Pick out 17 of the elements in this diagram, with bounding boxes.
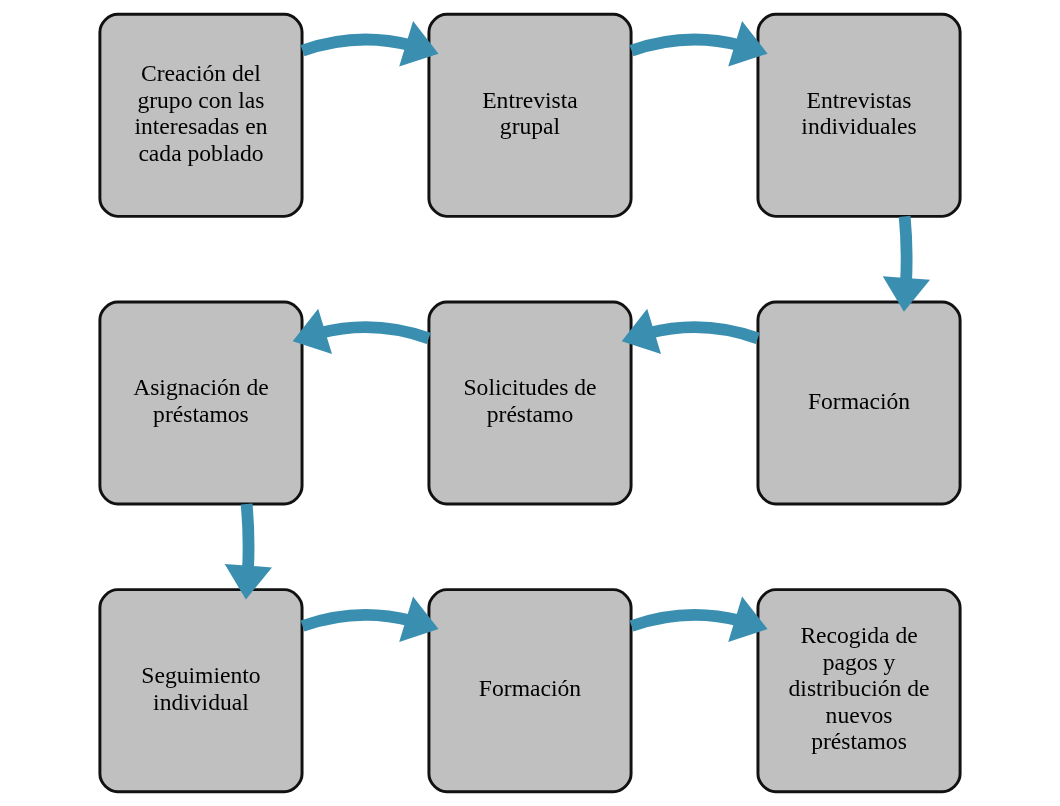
arrow	[621, 308, 760, 355]
arrow	[224, 503, 272, 600]
arrow	[629, 21, 768, 67]
arrow	[292, 308, 431, 355]
node-box: Creación del grupo con las interesadas en cada poblado	[98, 12, 304, 218]
node-box: Seguimiento individual	[98, 588, 304, 794]
node-box: Entrevistas individuales	[756, 12, 962, 218]
node-box: Solicitudes de préstamo	[427, 300, 633, 506]
node-box: Formación	[756, 300, 962, 506]
arrow	[300, 596, 439, 642]
node-box: Formación	[427, 588, 633, 794]
node-box: Asignación de préstamos	[98, 300, 304, 506]
node-box: Recogida de pagos y distribución de nuevos préstamos	[756, 588, 962, 794]
arrow	[300, 21, 439, 67]
arrow	[629, 596, 768, 642]
arrow	[882, 215, 931, 312]
node-box: Entrevista grupal	[427, 12, 633, 218]
